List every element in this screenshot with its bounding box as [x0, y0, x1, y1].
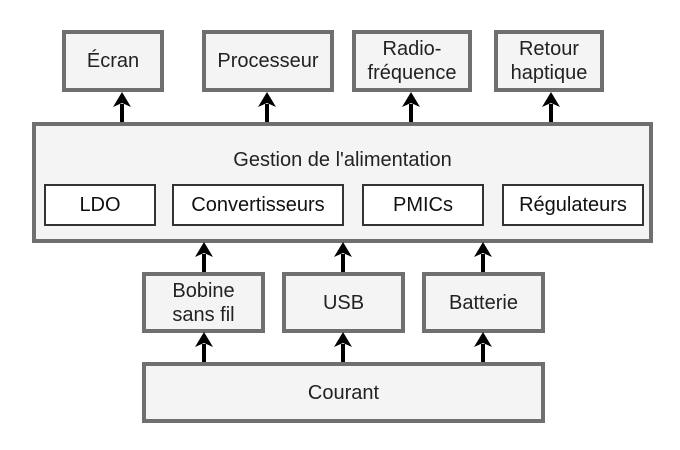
source-box-batterie: Batterie: [422, 272, 545, 333]
output-box-retour-haptique: Retour haptique: [494, 30, 604, 92]
source-label-bobine-sans-fil: Bobine sans fil: [172, 279, 235, 326]
arrow-courant-to-usb: [334, 332, 352, 362]
input-box-courant: Courant: [142, 362, 545, 423]
arrow-bobine-to-power: [195, 242, 213, 272]
output-label-processeur: Processeur: [217, 50, 319, 72]
component-label-convertisseurs: Convertisseurs: [191, 194, 325, 216]
source-label-usb: USB: [322, 291, 365, 314]
output-box-processeur: Processeur: [202, 30, 334, 92]
output-label-ecran: Écran: [86, 50, 140, 72]
component-label-pmics: PMICs: [393, 194, 453, 216]
arrow-power-to-ecran: [113, 92, 131, 122]
component-label-ldo: LDO: [79, 194, 121, 216]
output-box-ecran: Écran: [62, 30, 164, 92]
arrow-power-to-processeur: [258, 92, 276, 122]
output-label-retour-haptique: Retour haptique: [510, 38, 588, 84]
component-ldo: LDO: [44, 184, 156, 226]
arrow-batterie-to-power: [474, 242, 492, 272]
output-label-radiofrequence: Radio- fréquence: [367, 38, 457, 84]
component-label-regulateurs: Régulateurs: [519, 194, 627, 216]
component-pmics: PMICs: [362, 184, 484, 226]
component-convertisseurs: Convertisseurs: [172, 184, 344, 226]
arrow-power-to-radiofrequence: [402, 92, 420, 122]
power-management-title: Gestion de l'alimentation: [233, 149, 452, 171]
source-label-batterie: Batterie: [449, 291, 518, 314]
arrow-courant-to-batterie: [474, 332, 492, 362]
source-box-bobine-sans-fil: Bobine sans fil: [142, 272, 265, 333]
component-regulateurs: Régulateurs: [502, 184, 644, 226]
power-management-box: Gestion de l'alimentation LDO Convertiss…: [32, 122, 653, 243]
arrow-usb-to-power: [334, 242, 352, 272]
source-box-usb: USB: [282, 272, 405, 333]
output-box-radiofrequence: Radio- fréquence: [352, 30, 472, 92]
input-label-courant: Courant: [307, 381, 380, 404]
arrow-courant-to-bobine: [195, 332, 213, 362]
arrow-power-to-retour-haptique: [542, 92, 560, 122]
